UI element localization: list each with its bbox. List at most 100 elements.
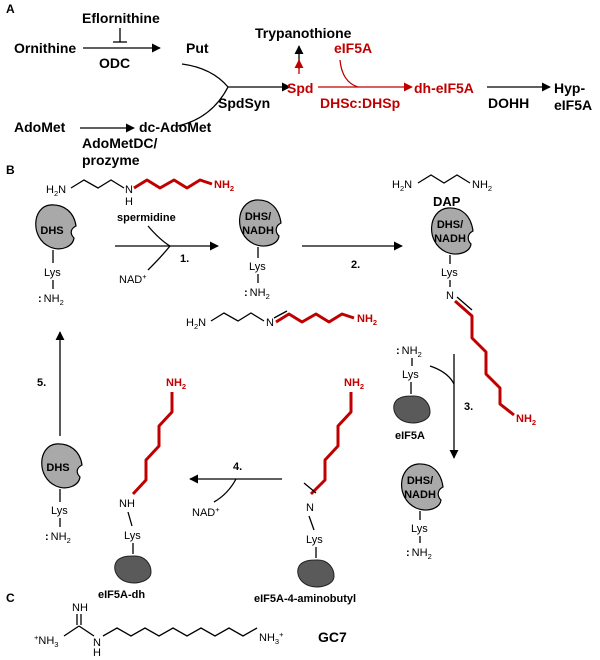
atom-h: H bbox=[125, 196, 133, 208]
step4-label: 4. bbox=[233, 461, 242, 473]
step3-label: 3. bbox=[464, 401, 473, 413]
step1-out-curve bbox=[147, 245, 171, 271]
eif5a-shape bbox=[393, 395, 431, 424]
dhs-nadh-label-1: DHS/ bbox=[407, 475, 433, 487]
lys-label: Lys bbox=[441, 267, 458, 279]
eif5a-label: eIF5A bbox=[334, 40, 372, 56]
put-curve bbox=[181, 63, 229, 88]
lys-label: Lys bbox=[411, 523, 428, 535]
double-bond-b bbox=[456, 296, 473, 311]
double-bond-c bbox=[303, 482, 317, 494]
atom-nh: NH bbox=[72, 602, 88, 614]
adometdc-label-2: prozyme bbox=[82, 152, 140, 168]
atom-n: N bbox=[266, 317, 274, 329]
dhs-shape bbox=[41, 443, 83, 489]
dhs-nadh-shape bbox=[239, 199, 282, 247]
bond-chain-dap bbox=[417, 174, 471, 184]
lys-label: Lys bbox=[124, 530, 141, 542]
atom-nh2-red: NH2 bbox=[357, 313, 377, 327]
bond-chain-2 bbox=[210, 312, 265, 322]
eif5a-shape bbox=[114, 555, 152, 584]
dhsc-dhsp-label: DHSc:DHSp bbox=[320, 95, 400, 111]
panel-c-label: C bbox=[6, 591, 15, 605]
step5-label: 5. bbox=[37, 377, 46, 389]
dohh-label: DOHH bbox=[488, 95, 529, 111]
red-chain-4 bbox=[309, 392, 353, 496]
dhs-nadh-label-1: DHS/ bbox=[245, 211, 271, 223]
nh2-label: :NH2 bbox=[38, 293, 64, 307]
trypanothione-label: Trypanothione bbox=[255, 25, 352, 41]
bond-2 bbox=[78, 625, 95, 637]
step3-in-curve bbox=[429, 365, 455, 385]
eif5a-shape bbox=[297, 559, 335, 588]
atom-nh2-red: NH2 bbox=[516, 413, 536, 427]
gc7-label: GC7 bbox=[318, 629, 347, 645]
spdsyn-label: SpdSyn bbox=[218, 95, 270, 111]
atom-n: N bbox=[446, 290, 454, 302]
imine-structure: H2N N NH2 bbox=[186, 310, 377, 331]
red-chain-5 bbox=[131, 392, 174, 496]
atom-nh2-red: NH2 bbox=[344, 377, 364, 391]
nad-label-2: NAD+ bbox=[192, 505, 220, 519]
nh-bond bbox=[127, 511, 133, 527]
double-bond-a bbox=[273, 310, 288, 319]
bond-chain-1 bbox=[70, 179, 125, 189]
nh2-label: :NH2 bbox=[45, 531, 71, 545]
dhs-shape bbox=[35, 204, 77, 250]
lys-label: Lys bbox=[44, 267, 61, 279]
red-chain-2 bbox=[275, 312, 355, 324]
dhs-label: DHS bbox=[40, 225, 63, 237]
atom-h2n: H2N bbox=[46, 184, 66, 198]
eif5a-4-aminobutyl-label: eIF5A-4-aminobutyl bbox=[254, 593, 356, 605]
dhs-nadh-enzyme-1: DHS/ NADH Lys :NH2 bbox=[239, 199, 282, 301]
eif5a-dh-structure: NH2 NH Lys eIF5A-dh bbox=[98, 377, 186, 601]
hyp-label-2: eIF5A bbox=[554, 97, 592, 113]
atom-h2n: H2N bbox=[186, 317, 206, 331]
nh2-label: :NH2 bbox=[244, 287, 270, 301]
atom-nh: NH bbox=[119, 498, 135, 510]
atom-n: N bbox=[306, 502, 314, 514]
eif5a-label: eIF5A bbox=[395, 430, 425, 442]
dhs-nadh-label-2: NADH bbox=[242, 225, 274, 237]
gc7-structure: NH +NH3 N H NH3+ bbox=[34, 602, 284, 659]
dhs-nadh-label-2: NADH bbox=[434, 233, 466, 245]
lys-label: Lys bbox=[402, 369, 419, 381]
nh2-label: :NH2 bbox=[396, 345, 422, 359]
lys-label: Lys bbox=[306, 534, 323, 546]
dap-label: DAP bbox=[433, 194, 461, 209]
eif5a-substrate: :NH2 Lys eIF5A bbox=[393, 345, 431, 442]
eif5a-curve bbox=[339, 59, 359, 88]
spermidine-label: spermidine bbox=[117, 212, 176, 224]
dh-eif5a-label: dh-eIF5A bbox=[414, 80, 474, 96]
step1-in-curve bbox=[147, 225, 171, 247]
dhs-nadh-enzyme-3: DHS/ NADH Lys :NH2 bbox=[401, 463, 444, 561]
bond-1 bbox=[63, 625, 80, 637]
alkyl-chain bbox=[102, 627, 258, 637]
dap-structure: H2N NH2 DAP bbox=[392, 174, 492, 209]
nad-label-1: NAD+ bbox=[119, 272, 147, 286]
adometdc-label-1: AdoMetDC/ bbox=[82, 135, 158, 151]
eflornithine-label: Eflornithine bbox=[82, 10, 160, 26]
eif5a-dh-label: eIF5A-dh bbox=[98, 589, 145, 601]
red-chain-1 bbox=[133, 178, 213, 190]
spermidine-structure: H2N N H NH2 bbox=[46, 178, 234, 208]
put-label: Put bbox=[186, 40, 209, 56]
n-bond bbox=[308, 515, 315, 531]
lys-label: Lys bbox=[51, 505, 68, 517]
eif5a-4-aminobutyl-structure: NH2 N Lys eIF5A-4-aminobutyl bbox=[254, 377, 364, 605]
atom-nh2-red: NH2 bbox=[214, 179, 234, 193]
lys-label: Lys bbox=[249, 261, 266, 273]
atom-n: N bbox=[93, 637, 101, 649]
dhs-nadh-shape bbox=[401, 463, 444, 511]
adomet-label: AdoMet bbox=[14, 119, 66, 135]
dhs-nadh-enzyme-2: DHS/ NADH Lys N NH2 bbox=[431, 207, 536, 427]
atom-nh3-left: +NH3 bbox=[34, 633, 58, 649]
dhs-enzyme-end: DHS Lys :NH2 bbox=[41, 443, 83, 545]
step1-label: 1. bbox=[180, 253, 189, 265]
hyp-label-1: Hyp- bbox=[554, 80, 585, 96]
dc-adomet-label: dc-AdoMet bbox=[139, 119, 212, 135]
atom-n: N bbox=[125, 184, 133, 196]
atom-nh2-red: NH2 bbox=[166, 377, 186, 391]
ornithine-label: Ornithine bbox=[14, 40, 76, 56]
